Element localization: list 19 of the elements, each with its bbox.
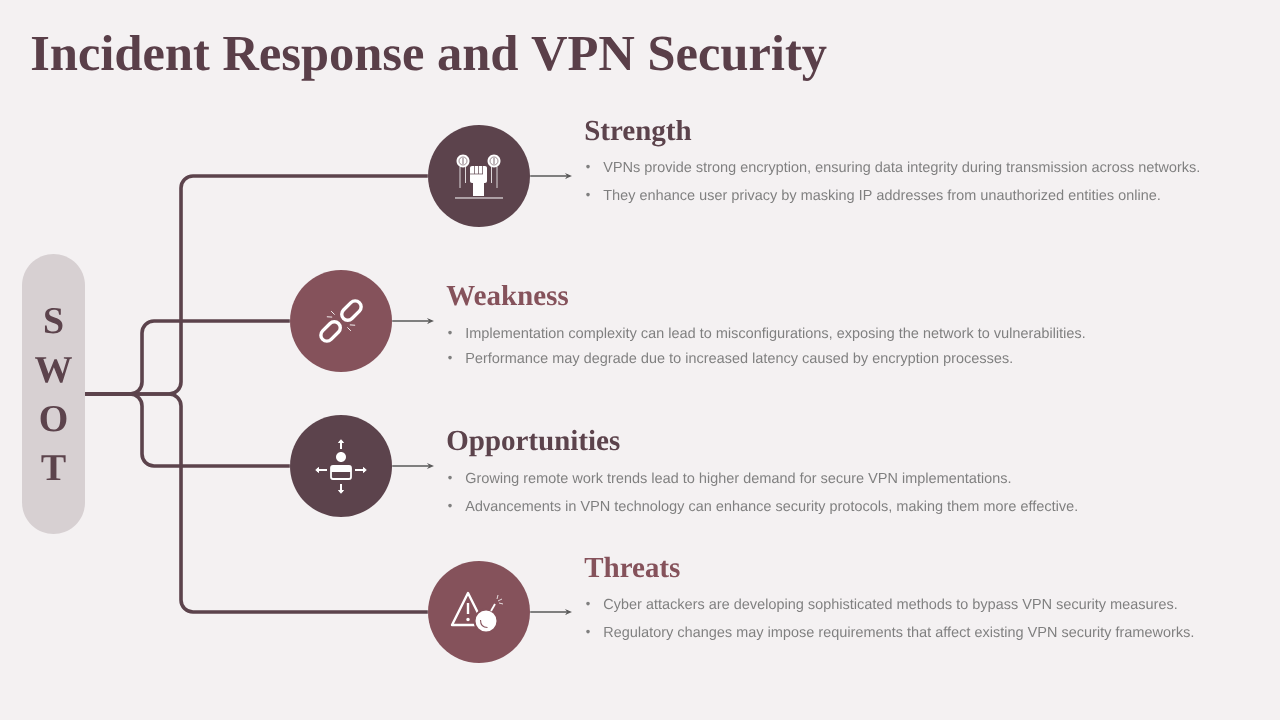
bullet-text: Growing remote work trends lead to higher demand for secure VPN implementations. [465,472,1011,486]
bullet-text: Implementation complexity can lead to misconfigurations, exposing the network to vulnerabilities. [466,327,1085,341]
bullet-text: Advancements in VPN technology can enhance security protocols, making them more effective. [465,500,1077,514]
icon-circle [290,270,392,372]
bullet-text: Performance may degrade due to increased latency caused by encryption processes. [466,352,1012,366]
bullet-text: VPNs provide strong encryption, ensuring data integrity during transmission across networks. [603,161,1199,175]
label-pill: S W O T [22,254,85,534]
bullet-text: They enhance user privacy by masking IP addresses from unauthorized entities online. [603,189,1160,203]
bullet-text: Regulatory changes may impose requirements that affect existing VPN security frameworks. [604,626,1194,640]
title: Incident Response and VPN Security [31,34,827,81]
icon-circle [428,125,530,227]
icon-circle [290,415,392,517]
connector-line [85,392,428,614]
heading: Threats [584,556,680,578]
heading: Strength [585,119,692,147]
heading: Weakness [446,284,568,306]
bullet-text: Cyber attackers are developing sophisticated methods to bypass VPN security measures. [603,598,1177,612]
heading: Opportunities [447,429,620,457]
icon-circle [428,561,530,663]
